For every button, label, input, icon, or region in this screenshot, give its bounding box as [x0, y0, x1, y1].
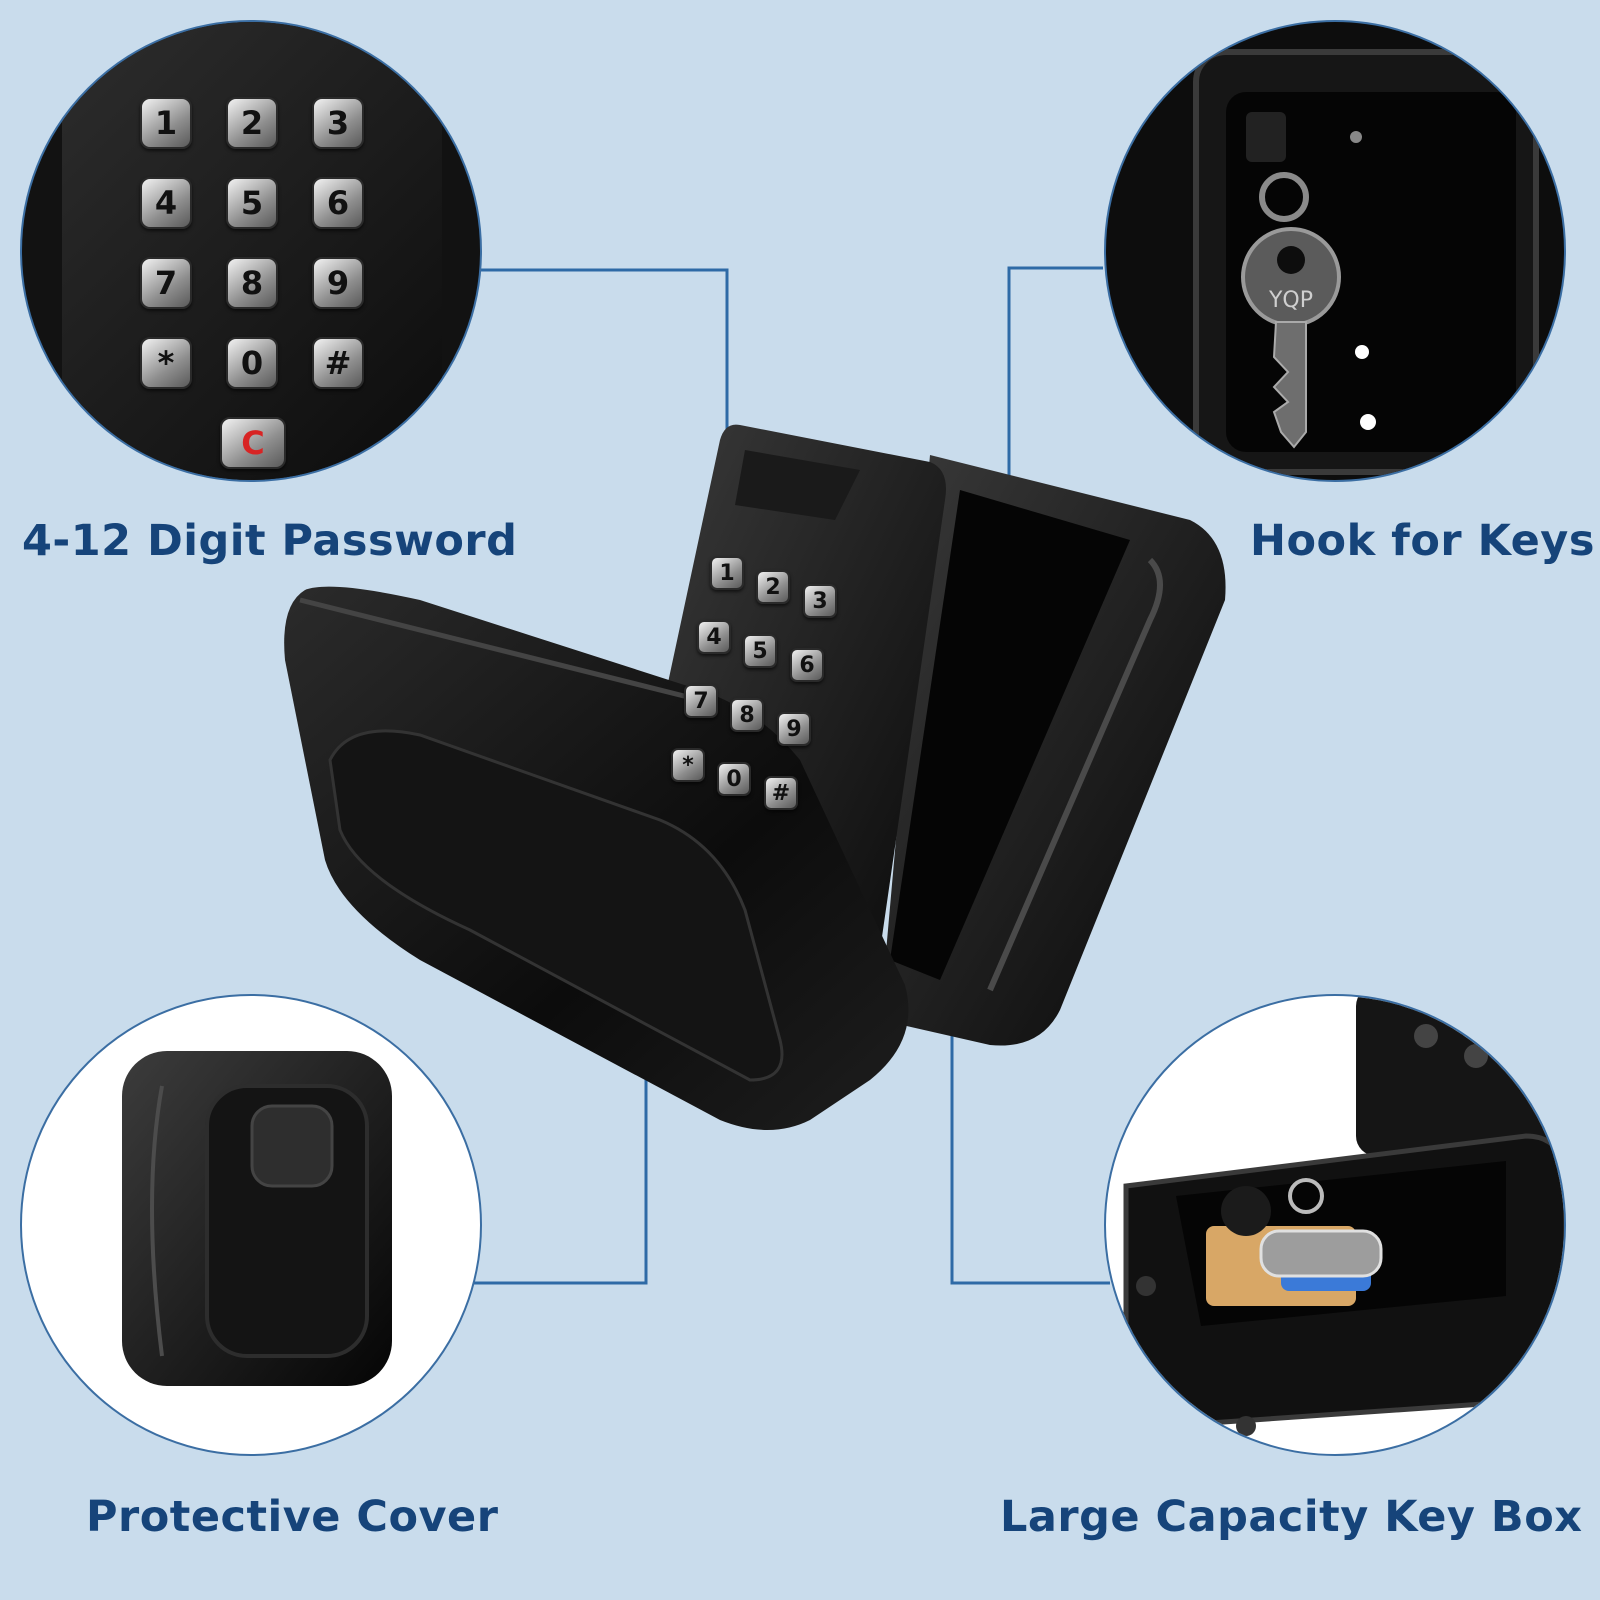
keypad-key: 5	[226, 177, 278, 229]
label-password: 4-12 Digit Password	[22, 516, 518, 566]
keypad-key: 8	[226, 257, 278, 309]
cover-closeup-circle	[20, 994, 482, 1456]
label-cover: Protective Cover	[86, 1492, 499, 1542]
label-capacity: Large Capacity Key Box	[1000, 1492, 1583, 1542]
key-engraving: YQP	[1268, 288, 1313, 313]
keypad-key: 4	[697, 620, 731, 654]
keypad-key: 4	[140, 177, 192, 229]
keypad-key: 7	[140, 257, 192, 309]
keypad-key: 7	[684, 684, 718, 718]
keypad-key: 5	[743, 634, 777, 668]
keypad-key: 9	[777, 712, 811, 746]
keypad-key: 3	[312, 97, 364, 149]
keypad-key: 1	[710, 556, 744, 590]
keypad-key: 9	[312, 257, 364, 309]
keypad-key: #	[312, 337, 364, 389]
keypad-key: 1	[140, 97, 192, 149]
keypad-key: *	[671, 748, 705, 782]
keypad-key: 0	[717, 762, 751, 796]
keypad-key: #	[764, 776, 798, 810]
keypad-closeup-circle: 1 2 3 4 5 6 7 8 9 * 0 # C	[20, 20, 482, 482]
capacity-closeup-circle	[1104, 994, 1566, 1456]
keypad-key: 3	[803, 584, 837, 618]
keypad-key: 0	[226, 337, 278, 389]
keypad-key: 6	[312, 177, 364, 229]
closed-box-icon	[122, 1051, 392, 1386]
keypad-key: 6	[790, 648, 824, 682]
keypad-key: 2	[756, 570, 790, 604]
keypad-housing	[62, 22, 442, 480]
clear-key: C	[220, 417, 286, 469]
hook-closeup-circle: YQP	[1104, 20, 1566, 482]
hanging-key-icon: YQP	[1193, 49, 1539, 475]
keypad-key: 2	[226, 97, 278, 149]
label-hook: Hook for Keys	[1250, 516, 1595, 566]
keypad-key: *	[140, 337, 192, 389]
box-interior-icon	[1123, 996, 1564, 1436]
keypad-key: 8	[730, 698, 764, 732]
